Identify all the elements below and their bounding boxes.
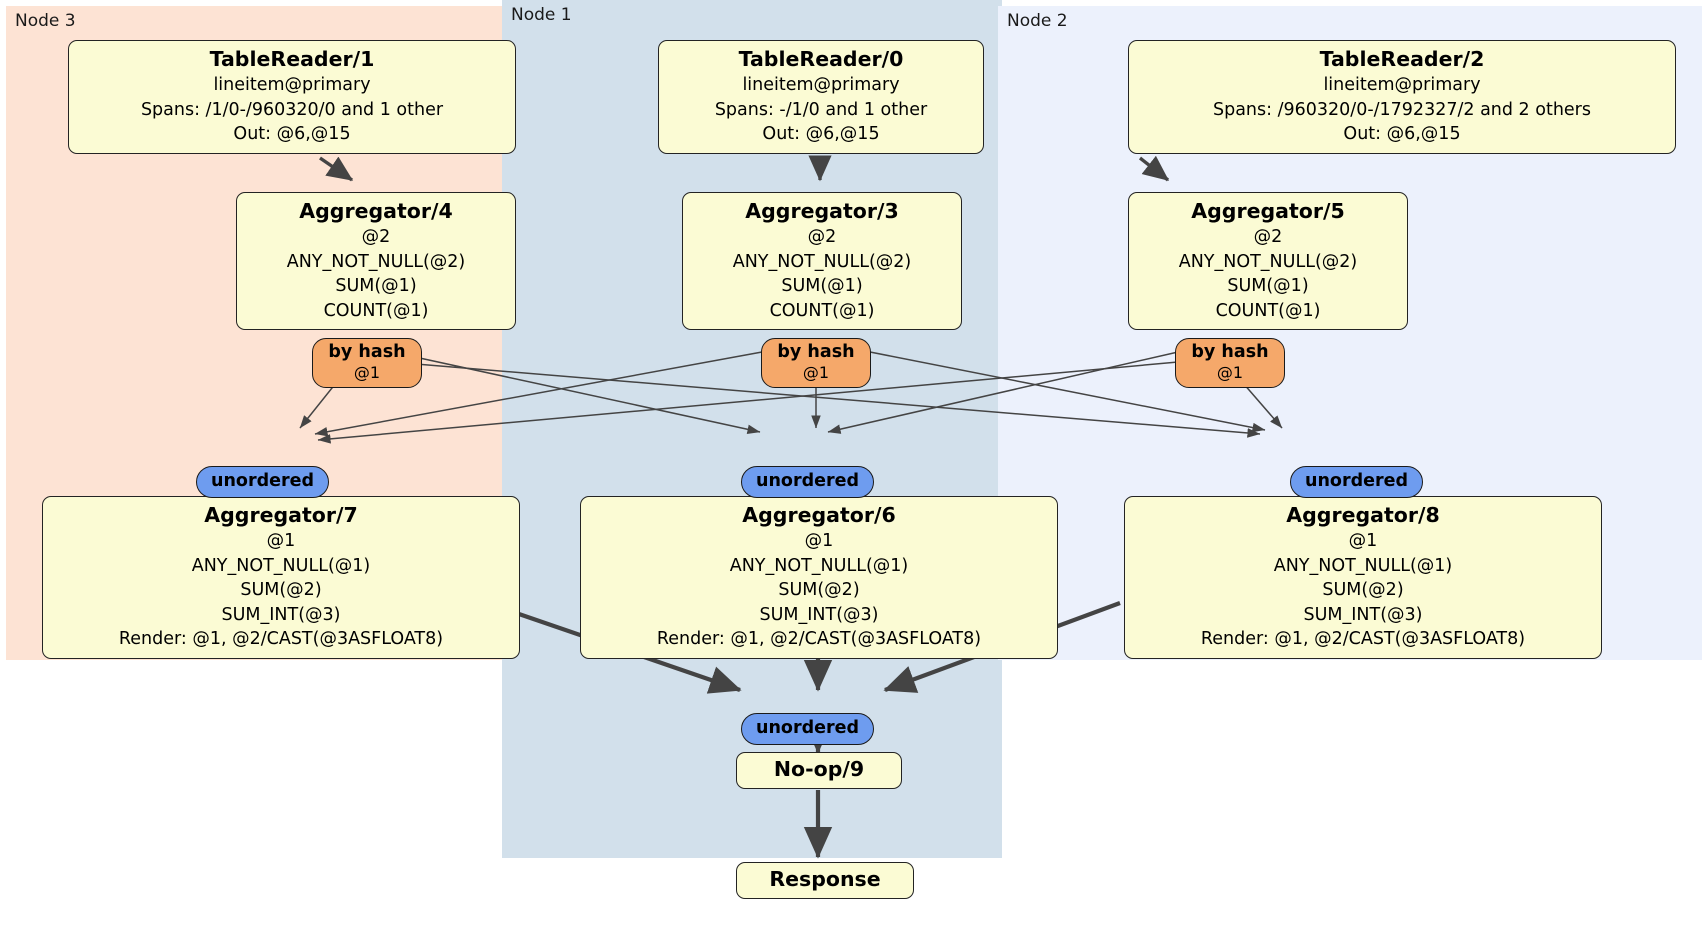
unordered-sync-left-label: unordered xyxy=(211,471,314,491)
aggregator-3-agg-any-not-null: ANY_NOT_NULL(@2) xyxy=(732,251,912,272)
aggregator-5-agg-count: COUNT(@1) xyxy=(1215,300,1321,321)
aggregator-4-groupcol: @2 xyxy=(361,227,391,248)
aggregator-8-agg-sum-int: SUM_INT(@3) xyxy=(1303,604,1423,625)
processor-no-op-9[interactable]: No-op/9 xyxy=(736,752,902,790)
aggregator-6-agg-sum-int: SUM_INT(@3) xyxy=(759,604,879,625)
unordered-sync-final[interactable]: unordered xyxy=(741,713,874,746)
hash-router-right-column: @1 xyxy=(1216,363,1244,383)
unordered-sync-right-label: unordered xyxy=(1305,471,1408,491)
response-title: Response xyxy=(769,867,881,891)
aggregator-8-render: Render: @1, @2/CAST(@3ASFLOAT8) xyxy=(1200,629,1526,650)
aggregator-6-agg-any-not-null: ANY_NOT_NULL(@1) xyxy=(729,555,909,576)
aggregator-7-agg-sum: SUM(@2) xyxy=(240,580,322,601)
aggregator-6-title: Aggregator/6 xyxy=(742,503,896,527)
unordered-sync-left[interactable]: unordered xyxy=(196,466,329,499)
aggregator-6-groupcol: @1 xyxy=(804,531,834,552)
aggregator-8-agg-any-not-null: ANY_NOT_NULL(@1) xyxy=(1273,555,1453,576)
processor-aggregator-5[interactable]: Aggregator/5 @2 ANY_NOT_NULL(@2) SUM(@1)… xyxy=(1128,192,1408,331)
processor-aggregator-6[interactable]: Aggregator/6 @1 ANY_NOT_NULL(@1) SUM(@2)… xyxy=(580,496,1058,659)
processor-aggregator-7[interactable]: Aggregator/7 @1 ANY_NOT_NULL(@1) SUM(@2)… xyxy=(42,496,520,659)
processor-response[interactable]: Response xyxy=(736,862,914,900)
hash-router-center-column: @1 xyxy=(802,363,830,383)
node-panel-label-node3: Node 3 xyxy=(15,11,76,31)
aggregator-4-agg-count: COUNT(@1) xyxy=(323,300,429,321)
aggregator-4-title: Aggregator/4 xyxy=(299,199,453,223)
tablereader-1-index: lineitem@primary xyxy=(213,75,371,96)
unordered-sync-right[interactable]: unordered xyxy=(1290,466,1423,499)
aggregator-4-agg-sum: SUM(@1) xyxy=(335,276,417,297)
node-panel-label-node2: Node 2 xyxy=(1007,11,1068,31)
tablereader-2-title: TableReader/2 xyxy=(1319,47,1485,71)
aggregator-3-agg-sum: SUM(@1) xyxy=(781,276,863,297)
aggregator-5-groupcol: @2 xyxy=(1253,227,1283,248)
aggregator-5-agg-any-not-null: ANY_NOT_NULL(@2) xyxy=(1178,251,1358,272)
node-panel-label-node1: Node 1 xyxy=(511,5,572,25)
no-op-9-title: No-op/9 xyxy=(773,757,865,781)
hash-router-center-label: by hash xyxy=(777,342,855,362)
tablereader-0-index: lineitem@primary xyxy=(742,75,900,96)
processor-aggregator-4[interactable]: Aggregator/4 @2 ANY_NOT_NULL(@2) SUM(@1)… xyxy=(236,192,516,331)
tablereader-2-spans: Spans: /960320/0-/1792327/2 and 2 others xyxy=(1212,99,1591,120)
hash-router-right-label: by hash xyxy=(1191,342,1269,362)
aggregator-7-agg-any-not-null: ANY_NOT_NULL(@1) xyxy=(191,555,371,576)
aggregator-3-title: Aggregator/3 xyxy=(745,199,899,223)
tablereader-0-title: TableReader/0 xyxy=(738,47,904,71)
aggregator-3-groupcol: @2 xyxy=(807,227,837,248)
aggregator-8-title: Aggregator/8 xyxy=(1286,503,1440,527)
aggregator-7-agg-sum-int: SUM_INT(@3) xyxy=(221,604,341,625)
aggregator-8-agg-sum: SUM(@2) xyxy=(1322,580,1404,601)
tablereader-1-spans: Spans: /1/0-/960320/0 and 1 other xyxy=(140,99,444,120)
hash-router-left-label: by hash xyxy=(328,342,406,362)
aggregator-6-agg-sum: SUM(@2) xyxy=(778,580,860,601)
hash-router-left[interactable]: by hash @1 xyxy=(312,338,422,388)
aggregator-8-groupcol: @1 xyxy=(1348,531,1378,552)
processor-tablereader-1[interactable]: TableReader/1 lineitem@primary Spans: /1… xyxy=(68,40,516,154)
unordered-sync-center[interactable]: unordered xyxy=(741,466,874,499)
aggregator-6-render: Render: @1, @2/CAST(@3ASFLOAT8) xyxy=(656,629,982,650)
tablereader-2-out: Out: @6,@15 xyxy=(1343,124,1461,145)
processor-aggregator-8[interactable]: Aggregator/8 @1 ANY_NOT_NULL(@1) SUM(@2)… xyxy=(1124,496,1602,659)
processor-aggregator-3[interactable]: Aggregator/3 @2 ANY_NOT_NULL(@2) SUM(@1)… xyxy=(682,192,962,331)
aggregator-5-title: Aggregator/5 xyxy=(1191,199,1345,223)
aggregator-7-title: Aggregator/7 xyxy=(204,503,358,527)
tablereader-0-spans: Spans: -/1/0 and 1 other xyxy=(714,99,928,120)
processor-tablereader-0[interactable]: TableReader/0 lineitem@primary Spans: -/… xyxy=(658,40,984,154)
tablereader-2-index: lineitem@primary xyxy=(1323,75,1481,96)
aggregator-7-groupcol: @1 xyxy=(266,531,296,552)
unordered-sync-center-label: unordered xyxy=(756,471,859,491)
tablereader-1-title: TableReader/1 xyxy=(209,47,375,71)
aggregator-3-agg-count: COUNT(@1) xyxy=(769,300,875,321)
tablereader-1-out: Out: @6,@15 xyxy=(233,124,351,145)
hash-router-center[interactable]: by hash @1 xyxy=(761,338,871,388)
hash-router-right[interactable]: by hash @1 xyxy=(1175,338,1285,388)
aggregator-5-agg-sum: SUM(@1) xyxy=(1227,276,1309,297)
processor-tablereader-2[interactable]: TableReader/2 lineitem@primary Spans: /9… xyxy=(1128,40,1676,154)
unordered-sync-final-label: unordered xyxy=(756,718,859,738)
tablereader-0-out: Out: @6,@15 xyxy=(762,124,880,145)
hash-router-left-column: @1 xyxy=(353,363,381,383)
aggregator-7-render: Render: @1, @2/CAST(@3ASFLOAT8) xyxy=(118,629,444,650)
aggregator-4-agg-any-not-null: ANY_NOT_NULL(@2) xyxy=(286,251,466,272)
